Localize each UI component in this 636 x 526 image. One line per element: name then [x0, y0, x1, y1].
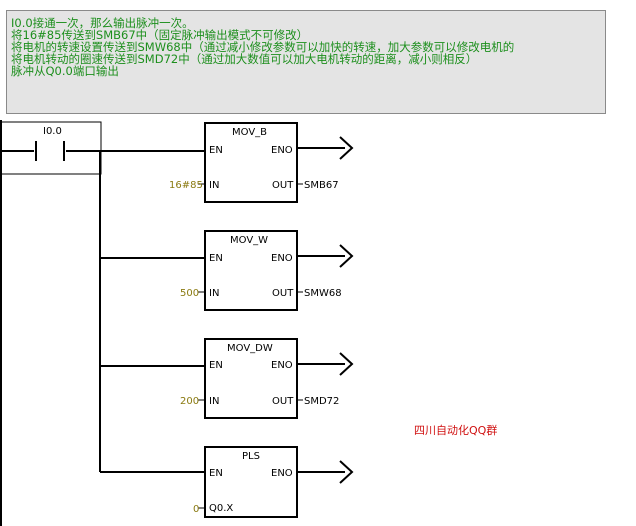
- en-label: EN: [209, 360, 223, 371]
- eno-label: ENO: [271, 360, 293, 371]
- comment-line: 脉冲从Q0.0端口输出: [11, 64, 119, 78]
- out-label: OUT: [272, 396, 294, 407]
- contact-i0-0[interactable]: I0.0: [0, 121, 102, 175]
- block-title: PLS: [242, 451, 260, 462]
- out-parameter[interactable]: SMD72: [304, 396, 339, 407]
- en-label: EN: [209, 145, 223, 156]
- output-arrow-icon: [339, 460, 354, 484]
- out-parameter[interactable]: SMB67: [304, 180, 339, 191]
- comment-line: I0.0接通一次，那么输出脉冲一次。: [11, 16, 194, 30]
- en-label: EN: [209, 468, 223, 479]
- out-label: OUT: [272, 288, 294, 299]
- in-parameter[interactable]: 0: [193, 504, 199, 515]
- output-arrow-icon: [339, 136, 354, 160]
- block-title: MOV_DW: [227, 343, 273, 354]
- watermark-text: 四川自动化QQ群: [414, 424, 498, 437]
- eno-label: ENO: [271, 468, 293, 479]
- mov-b-block[interactable]: MOV_B EN ENO IN OUT 16#85 SMB67: [100, 122, 354, 203]
- pls-block[interactable]: PLS EN ENO Q0.X 0: [100, 446, 354, 518]
- block-title: MOV_B: [232, 127, 267, 138]
- block-title: MOV_W: [230, 235, 268, 246]
- out-label: OUT: [272, 180, 294, 191]
- eno-label: ENO: [271, 145, 293, 156]
- in-label: IN: [209, 180, 219, 191]
- comment-line: 将电机的转速设置传送到SMW68中（通过减小修改参数可以加快的转速，加大参数可以…: [11, 40, 515, 54]
- eno-label: ENO: [271, 253, 293, 264]
- out-parameter[interactable]: SMW68: [304, 288, 342, 299]
- comment-line: 将16#85传送到SMB67中（固定脉冲输出模式不可修改）: [11, 28, 309, 42]
- in-parameter[interactable]: 200: [180, 396, 199, 407]
- in-parameter[interactable]: 500: [180, 288, 199, 299]
- output-arrow-icon: [339, 352, 354, 376]
- in-parameter[interactable]: 16#85: [169, 180, 203, 191]
- mov-dw-block[interactable]: MOV_DW EN ENO IN OUT 200 SMD72: [100, 338, 354, 419]
- in-label: Q0.X: [209, 503, 233, 514]
- mov-w-block[interactable]: MOV_W EN ENO IN OUT 500 SMW68: [100, 230, 354, 311]
- output-arrow-icon: [339, 244, 354, 268]
- in-label: IN: [209, 396, 219, 407]
- contact-label: I0.0: [43, 126, 62, 137]
- comment-line: 将电机转动的圈速传送到SMD72中（通过加大数值可以加大电机转动的距离，减小则相…: [11, 52, 478, 66]
- network-comment[interactable]: I0.0接通一次，那么输出脉冲一次。 将16#85传送到SMB67中（固定脉冲输…: [6, 10, 606, 114]
- en-label: EN: [209, 253, 223, 264]
- in-label: IN: [209, 288, 219, 299]
